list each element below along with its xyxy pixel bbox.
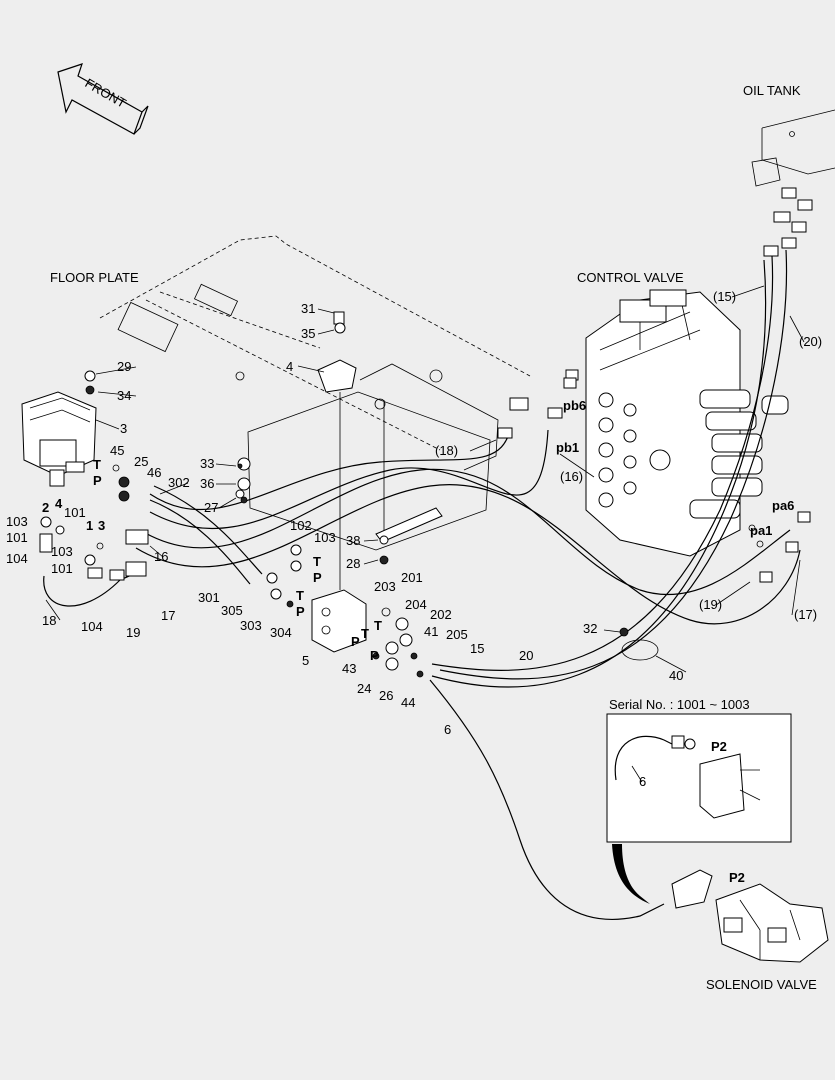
port-pa6: pa6: [772, 498, 794, 513]
part-label-301: 301: [198, 590, 220, 605]
part-label-103c: 103: [314, 530, 336, 545]
fittings: [39, 237, 811, 678]
part-labels: 31 35 4 29 34 3 45 25 46 302 33 36 27 2 …: [6, 289, 822, 737]
front-label: FRONT: [82, 75, 128, 110]
part-label-101a: 101: [64, 505, 86, 520]
serial-note: Serial No. : 1001 ~ 1003: [609, 697, 750, 712]
part-label-35: 35: [301, 326, 315, 341]
part-label-4: 4: [286, 359, 293, 374]
leader-lines: [45, 285, 805, 783]
part-label-4b: 4: [55, 496, 63, 511]
part-label-26: 26: [379, 688, 393, 703]
port-pb1: pb1: [556, 440, 579, 455]
serial-inset: [606, 713, 792, 843]
part-label-20: 20: [519, 648, 533, 663]
part-label-31: 31: [301, 301, 315, 316]
part-label-44: 44: [401, 695, 415, 710]
part-label-28: 28: [346, 556, 360, 571]
part-label-46: 46: [147, 465, 161, 480]
port-pa1: pa1: [750, 523, 772, 538]
control-valve-title: CONTROL VALVE: [577, 270, 684, 285]
part-label-38: 38: [346, 533, 360, 548]
part-label-32: 32: [583, 621, 597, 636]
part-label-6-inset: 6: [639, 774, 646, 789]
port-p2-inset: P2: [711, 739, 727, 754]
part-label-103b: 103: [51, 544, 73, 559]
part-label-101c: 101: [51, 561, 73, 576]
part-label-203: 203: [374, 579, 396, 594]
pin-p-left: P: [93, 473, 102, 488]
part-label-40: 40: [669, 668, 683, 683]
solenoid-valve: [671, 869, 829, 963]
part-label-101b: 101: [6, 530, 28, 545]
pedal-valve-3: [21, 391, 97, 487]
part-label-103a: 103: [6, 514, 28, 529]
part-label-27: 27: [204, 500, 218, 515]
oil-tank-title: OIL TANK: [743, 83, 801, 98]
part-label-3: 3: [120, 421, 127, 436]
part-label-5: 5: [302, 653, 309, 668]
part-label-202: 202: [430, 607, 452, 622]
part-label-19: 19: [126, 625, 140, 640]
part-label-104a: 104: [6, 551, 28, 566]
floor-plate-outline: [99, 235, 531, 551]
hose-routing: [43, 249, 801, 920]
part-label-17: 17: [161, 608, 175, 623]
part-label-18p: (18): [435, 443, 458, 458]
front-arrow: FRONT: [57, 63, 149, 135]
control-valve: [509, 289, 789, 557]
part-label-15p: (15): [713, 289, 736, 304]
part-label-25: 25: [134, 454, 148, 469]
solenoid-valve-title: SOLENOID VALVE: [706, 977, 817, 992]
part-label-17p: (17): [794, 607, 817, 622]
part-label-33: 33: [200, 456, 214, 471]
part-label-2: 2: [42, 500, 49, 515]
part-label-302: 302: [168, 475, 190, 490]
part-label-16p: (16): [560, 469, 583, 484]
terminal-block-5: [311, 589, 367, 653]
floor-plate-title: FLOOR PLATE: [50, 270, 139, 285]
pin-p-mid: P: [313, 570, 322, 585]
part-label-104b: 104: [81, 619, 103, 634]
part-label-15: 15: [470, 641, 484, 656]
part-label-36: 36: [200, 476, 214, 491]
part-label-20p: (20): [799, 334, 822, 349]
part-label-304: 304: [270, 625, 292, 640]
part-label-3b: 3: [98, 518, 105, 533]
inset-pointer-arrow: [612, 844, 650, 904]
part-label-102: 102: [290, 518, 312, 533]
part-label-43: 43: [342, 661, 356, 676]
part-label-204: 204: [405, 597, 427, 612]
pin-t-block2: T: [361, 626, 369, 641]
pin-t-mid: T: [313, 554, 321, 569]
pin-p-block: P: [351, 634, 360, 649]
port-p2-main: P2: [729, 870, 745, 885]
part-label-1: 1: [86, 518, 93, 533]
part-label-201: 201: [401, 570, 423, 585]
part-label-6: 6: [444, 722, 451, 737]
part-label-34: 34: [117, 388, 131, 403]
oil-tank-outline: [751, 109, 835, 233]
pin-t-left: T: [93, 457, 101, 472]
pin-t-mid2: T: [296, 588, 304, 603]
pin-p-block2: P: [370, 648, 379, 663]
part-label-303: 303: [240, 618, 262, 633]
pin-p-mid2: P: [296, 604, 305, 619]
part-label-205: 205: [446, 627, 468, 642]
port-pb6: pb6: [563, 398, 586, 413]
pin-t-block: T: [374, 618, 382, 633]
part-label-305: 305: [221, 603, 243, 618]
part-label-45: 45: [110, 443, 124, 458]
part-label-19p: (19): [699, 597, 722, 612]
part-label-29: 29: [117, 359, 131, 374]
part-label-41: 41: [424, 624, 438, 639]
part-label-18: 18: [42, 613, 56, 628]
part-label-24: 24: [357, 681, 371, 696]
